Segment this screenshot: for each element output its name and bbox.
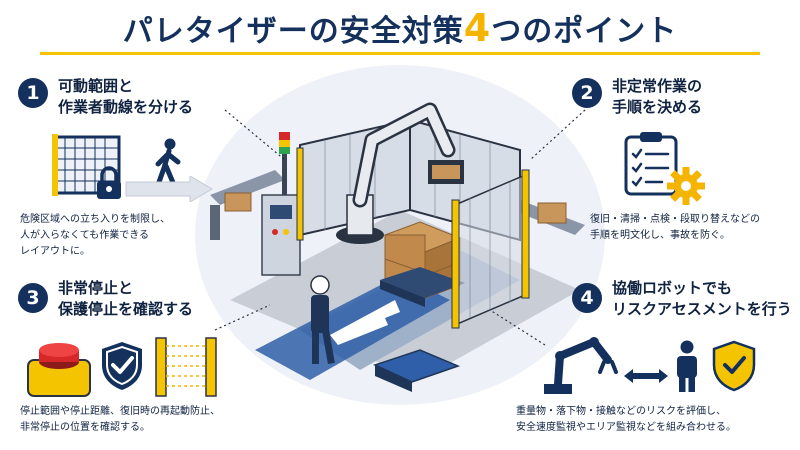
title-underline	[40, 52, 760, 55]
arrow-right-icon	[125, 176, 213, 202]
robot-arm-icon	[544, 337, 618, 394]
gear-icon	[667, 167, 705, 205]
padlock-icon	[97, 166, 121, 199]
point-1-badge: 1	[18, 78, 48, 108]
shield-check-icon	[712, 340, 756, 392]
point-3-heading: 非常停止と 保護停止を確認する	[58, 279, 194, 318]
title-main: パレタイザーの安全対策	[122, 14, 464, 49]
point-2-description: 復旧・清掃・点検・段取り替えなどの 手順を明文化し、事故を防ぐ。	[590, 214, 760, 241]
point-4-description: 重量物・落下物・接触などのリスクを評価し、 安全速度監視やエリア監視などを組み合…	[516, 406, 736, 433]
point-1-description: 危険区域への立ち入りを制限し、 人が入らなくても作業できる レイアウトに。	[20, 214, 170, 257]
page-title: パレタイザーの安全対策4つのポイント	[0, 6, 800, 50]
point-3-description: 停止範囲や停止距離、復旧時の再起動防止、 非常停止の位置を確認する。	[20, 406, 220, 433]
checklist-clipboard-icon	[624, 132, 678, 196]
shield-check-icon	[102, 342, 142, 390]
point-2-badge: 2	[572, 78, 602, 108]
point-3-badge: 3	[18, 283, 48, 313]
double-arrow-icon	[624, 369, 668, 383]
point-2-heading: 非定常作業の 手順を決める	[612, 77, 703, 116]
walking-person-icon	[155, 138, 181, 188]
point-4-badge: 4	[572, 283, 602, 313]
title-number: 4	[463, 6, 492, 50]
person-icon	[677, 340, 697, 392]
point-4-heading: 協働ロボットでも リスクアセスメントを行う	[612, 279, 792, 318]
emergency-stop-button-icon	[27, 343, 91, 397]
title-suffix: つのポイント	[491, 14, 678, 49]
point-1-heading: 可動範囲と 作業者動線を分ける	[58, 77, 194, 116]
light-curtain-icon	[155, 337, 217, 397]
